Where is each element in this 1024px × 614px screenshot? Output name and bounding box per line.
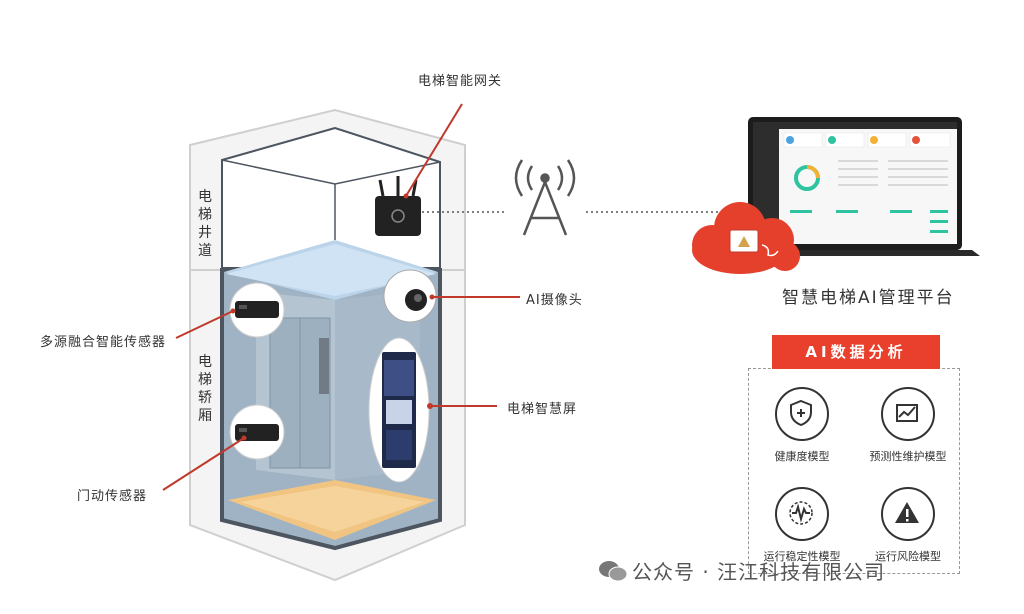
shaft-label: 电梯井道 — [197, 188, 213, 260]
analysis-panel: 健康度模型 预测性维护模型 运行稳定性模型 运行风险模型 — [748, 368, 960, 574]
analysis-title: AI数据分析 — [772, 335, 940, 369]
gateway-label: 电梯智能网关 — [418, 70, 502, 89]
car-label: 电梯轿厢 — [197, 353, 213, 425]
wechat-icon — [598, 558, 628, 584]
door-sensor-device — [230, 405, 284, 459]
model-health: 健康度模型 — [749, 387, 855, 464]
wrench-chart-icon — [893, 399, 921, 427]
watermark: 公众号 · 汪江科技有限公司 — [632, 556, 885, 585]
radio-tower-icon — [516, 160, 574, 235]
model-predictive-maintenance: 预测性维护模型 — [855, 387, 961, 464]
gateway-device — [375, 176, 421, 236]
model-stability: 运行稳定性模型 — [749, 487, 855, 564]
multi-sensor-device — [230, 283, 284, 337]
screen-label: 电梯智慧屏 — [507, 398, 577, 417]
ai-camera-device — [384, 270, 436, 322]
vibration-icon — [787, 499, 815, 527]
camera-label: AI摄像头 — [526, 289, 583, 308]
platform-title: 智慧电梯AI管理平台 — [782, 283, 955, 308]
sensor-label: 多源融合智能传感器 — [40, 331, 166, 350]
door-sensor-label: 门动传感器 — [77, 485, 147, 504]
control-panel — [319, 338, 329, 394]
model-risk: 运行风险模型 — [855, 487, 961, 564]
smart-screen-device — [369, 338, 429, 482]
warning-triangle-icon — [893, 499, 921, 527]
shield-plus-icon — [787, 399, 815, 427]
